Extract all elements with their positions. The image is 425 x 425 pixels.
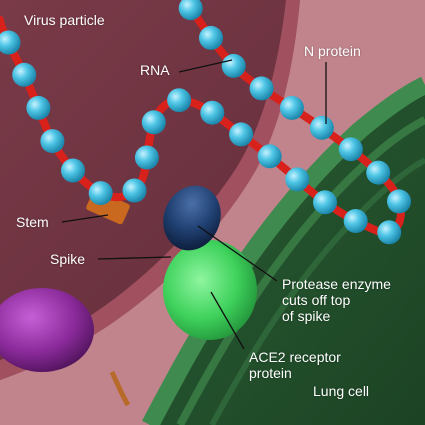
lung-cell-membrane (142, 76, 425, 425)
n-protein-bead (221, 53, 246, 78)
n-protein-bead (309, 115, 334, 140)
n-protein-bead (199, 25, 223, 50)
protease-label: Protease enzyme cuts off top of spike (282, 276, 391, 324)
n-protein-bead (249, 76, 274, 101)
n-protein-bead (88, 181, 113, 206)
rna-pointer (178, 59, 233, 73)
n-protein-bead (12, 62, 37, 87)
n-protein-bead (178, 0, 203, 21)
n-protein-bead (387, 189, 411, 214)
n-protein-bead (285, 167, 310, 192)
n-protein-bead (229, 122, 254, 147)
rna-label: RNA (140, 62, 170, 78)
n-protein-bead (377, 220, 402, 245)
protease-pointer (197, 225, 278, 282)
n-protein-bead (279, 95, 304, 120)
purple-protein (0, 288, 94, 372)
stem-label: Stem (16, 214, 49, 230)
n-protein-bead (167, 88, 192, 113)
virus-membrane (0, 0, 300, 380)
virus-particle-label: Virus particle (24, 12, 105, 28)
n-protein-bead (338, 137, 363, 162)
lung-cell-fold (209, 157, 425, 425)
spike-label: Spike (50, 251, 86, 267)
n-protein-beads (0, 0, 411, 245)
n-protein-bead (141, 110, 166, 135)
ace2-label: ACE2 receptor protein (249, 349, 341, 381)
n-protein-bead (366, 160, 391, 185)
n-protein-bead (61, 158, 85, 183)
stalk-shape (109, 370, 131, 407)
n-protein-label: N protein (304, 43, 361, 59)
n-protein-bead (122, 178, 147, 203)
ace2-pointer (210, 291, 245, 350)
n-protein-bead (134, 145, 159, 170)
n-protein-bead (26, 95, 51, 120)
n-protein-bead (200, 100, 225, 125)
n-protein-bead (0, 30, 21, 55)
lung-cell-label: Lung cell (313, 383, 370, 399)
n-protein-bead (257, 144, 282, 169)
ace2-receptor-shape (163, 240, 257, 340)
lung-cell-inner-membrane (176, 116, 425, 425)
stem-pointer (61, 214, 109, 223)
n-protein-bead (40, 129, 65, 154)
protease-enzyme-shape (163, 185, 221, 251)
n-protein-bead (313, 190, 337, 215)
n-protein-bead (343, 209, 368, 233)
spike-pointer (97, 256, 172, 260)
